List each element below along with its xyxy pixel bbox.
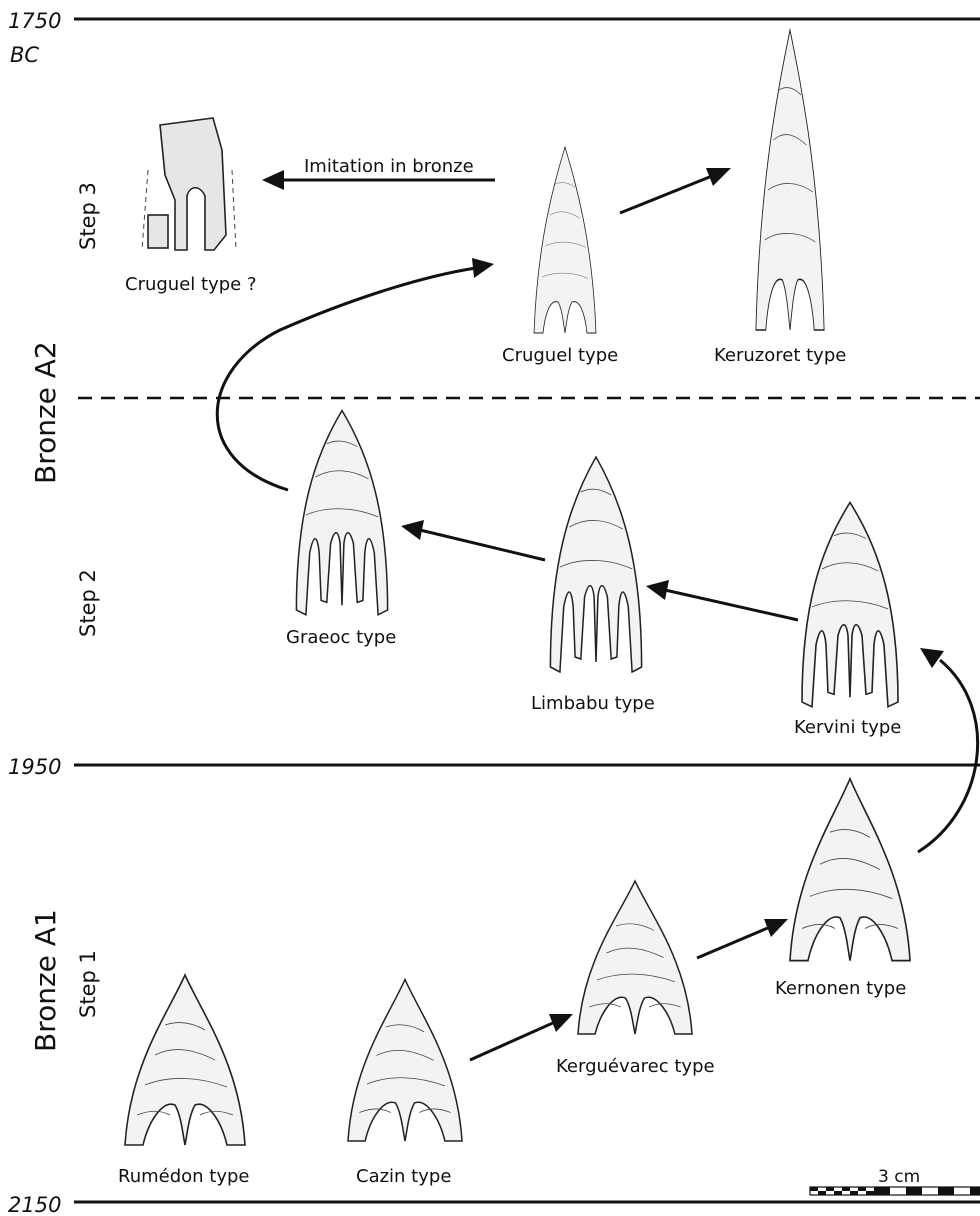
label-cruguel: Cruguel type [502,345,618,366]
step-2-label: Step 2 [76,569,100,637]
label-cruguel-question: Cruguel type ? [125,274,257,295]
label-graeoc: Graeoc type [286,627,396,648]
step-3-label: Step 3 [76,182,100,250]
period-bronze-a1: Bronze A1 [29,909,62,1052]
arrowhead-limbabu [550,457,641,672]
date-unit: BC [10,43,39,67]
arrowhead-cazin [348,980,462,1142]
date-1750: 1750 [8,9,61,33]
label-kerguevarec: Kerguévarec type [556,1056,715,1077]
label-rumedon: Rumédon type [118,1166,250,1187]
arrowhead-keruzoret [756,30,824,330]
label-kervini: Kervini type [794,717,901,738]
arrowhead-cruguel [534,147,596,333]
period-bronze-a2: Bronze A2 [29,341,62,484]
imitation-label: Imitation in bronze [304,156,474,177]
scale-label: 3 cm [878,1167,920,1187]
label-cazin: Cazin type [356,1166,451,1187]
arrowhead-kernonen [790,779,910,961]
step-1-label: Step 1 [76,950,100,1018]
label-kernonen: Kernonen type [775,978,906,999]
arrowhead-graeoc [296,411,387,615]
label-keruzoret: Keruzoret type [714,345,846,366]
scale-bar: 3 cm [810,1167,980,1195]
arrowhead-rumedon [125,975,245,1145]
label-limbabu: Limbabu type [531,693,655,714]
date-2150: 2150 [8,1193,61,1216]
arrowhead-kervini [802,503,898,707]
arrowhead-kerguevarec [578,881,692,1034]
date-1950: 1950 [8,755,61,779]
bronze-fragment-drawing [142,118,236,250]
